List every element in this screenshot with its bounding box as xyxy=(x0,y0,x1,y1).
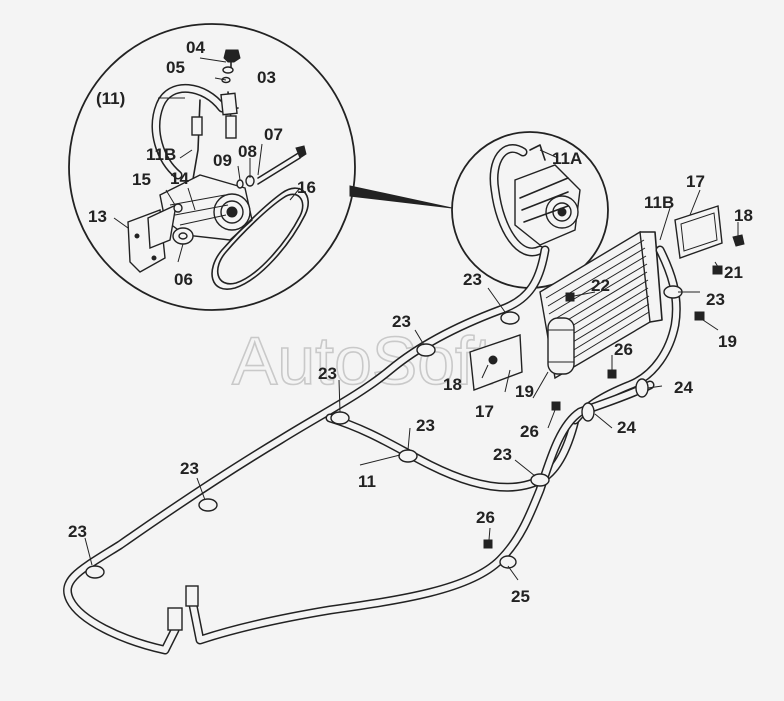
condenser-assembly xyxy=(469,205,745,549)
label-17-top: 17 xyxy=(686,172,705,191)
label-15: 15 xyxy=(132,170,151,189)
label-24-a: 24 xyxy=(674,378,693,397)
label-19-right: 19 xyxy=(718,332,737,351)
label-23-d: 23 xyxy=(493,445,512,464)
label-23-e: 23 xyxy=(180,459,199,478)
label-03: 03 xyxy=(257,68,276,87)
label-21: 21 xyxy=(724,263,743,282)
label-23-c: 23 xyxy=(416,416,435,435)
label-18-low: 18 xyxy=(443,375,462,394)
label-22: 22 xyxy=(591,276,610,295)
label-23-mid: 23 xyxy=(392,312,411,331)
label-23-f: 23 xyxy=(68,522,87,541)
label-17-low: 17 xyxy=(475,402,494,421)
label-23-right: 23 xyxy=(706,290,725,309)
detail-view-compressor xyxy=(68,23,356,311)
label-08: 08 xyxy=(238,142,257,161)
detail-view-engine xyxy=(451,131,609,289)
label-07: 07 xyxy=(264,125,283,144)
label-23-left: 23 xyxy=(318,364,337,383)
label-05: 05 xyxy=(166,58,185,77)
label-14: 14 xyxy=(170,169,189,188)
label-26-a: 26 xyxy=(614,340,633,359)
label-09: 09 xyxy=(213,151,232,170)
label-11b-right: 11B xyxy=(644,193,674,212)
label-24-b: 24 xyxy=(617,418,636,437)
label-06: 06 xyxy=(174,270,193,289)
label-16: 16 xyxy=(297,178,316,197)
detail-pointer-arrow xyxy=(349,185,453,209)
label-23-top: 23 xyxy=(463,270,482,289)
label-25: 25 xyxy=(511,587,530,606)
label-19-low: 19 xyxy=(515,382,534,401)
label-18-right: 18 xyxy=(734,206,753,225)
label-11a: 11A xyxy=(552,149,582,168)
leader-lines xyxy=(84,57,739,581)
label-26-b: 26 xyxy=(520,422,539,441)
label-26-c: 26 xyxy=(476,508,495,527)
label-11b-detail: 11B xyxy=(146,145,176,164)
label-04: 04 xyxy=(186,38,205,57)
label-13: 13 xyxy=(88,207,107,226)
label-11: 11 xyxy=(358,472,376,491)
label-11-parenthetical: (11) xyxy=(96,89,125,108)
hose-11-run xyxy=(63,245,683,655)
callout-labels: 03 04 05 (11) 07 08 09 11B 15 14 16 13 0… xyxy=(68,38,753,606)
